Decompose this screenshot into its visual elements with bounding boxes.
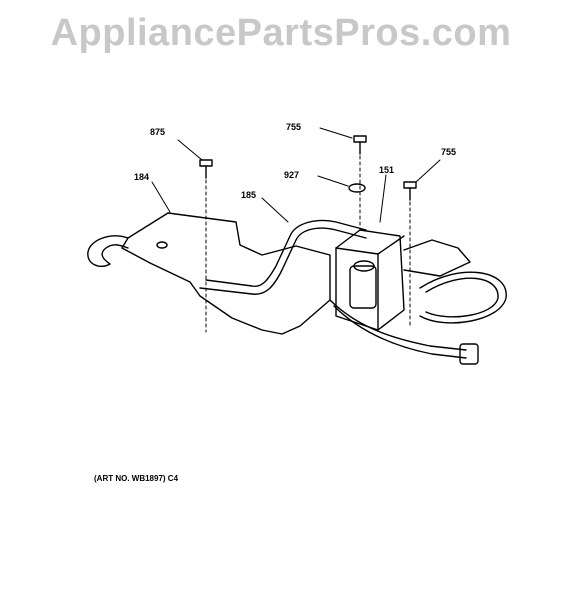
callout-927: 927 [284, 170, 300, 180]
plate-hook [87, 235, 129, 268]
screw-755-right [403, 181, 417, 201]
callout-151: 151 [379, 165, 395, 175]
fan-blade [419, 271, 507, 324]
fan-shroud [403, 239, 471, 277]
support-rod-edge [205, 219, 367, 287]
base-plate [121, 212, 331, 335]
wire-connector [459, 343, 479, 365]
support-rod [199, 227, 367, 295]
wire-harness-2 [333, 305, 467, 359]
screw-755-top [353, 135, 367, 155]
screw-875 [199, 159, 213, 179]
callout-184: 184 [134, 172, 150, 182]
wire-harness [329, 299, 467, 351]
motor-shaft [353, 260, 375, 272]
motor-bracket [335, 229, 405, 331]
callout-875: 875 [150, 127, 166, 137]
callout-755-right: 755 [441, 147, 457, 157]
art-number: (ART NO. WB1897) C4 [94, 474, 179, 483]
callout-755-top: 755 [286, 122, 302, 132]
callout-185: 185 [241, 190, 257, 200]
motor-bracket-top [377, 235, 405, 255]
watermark-logo: AppliancePartsPros.com [50, 12, 512, 54]
washer-927 [348, 183, 366, 193]
motor-body [349, 265, 377, 309]
fan-blade-edge [425, 277, 499, 318]
plate-boss [156, 241, 168, 249]
